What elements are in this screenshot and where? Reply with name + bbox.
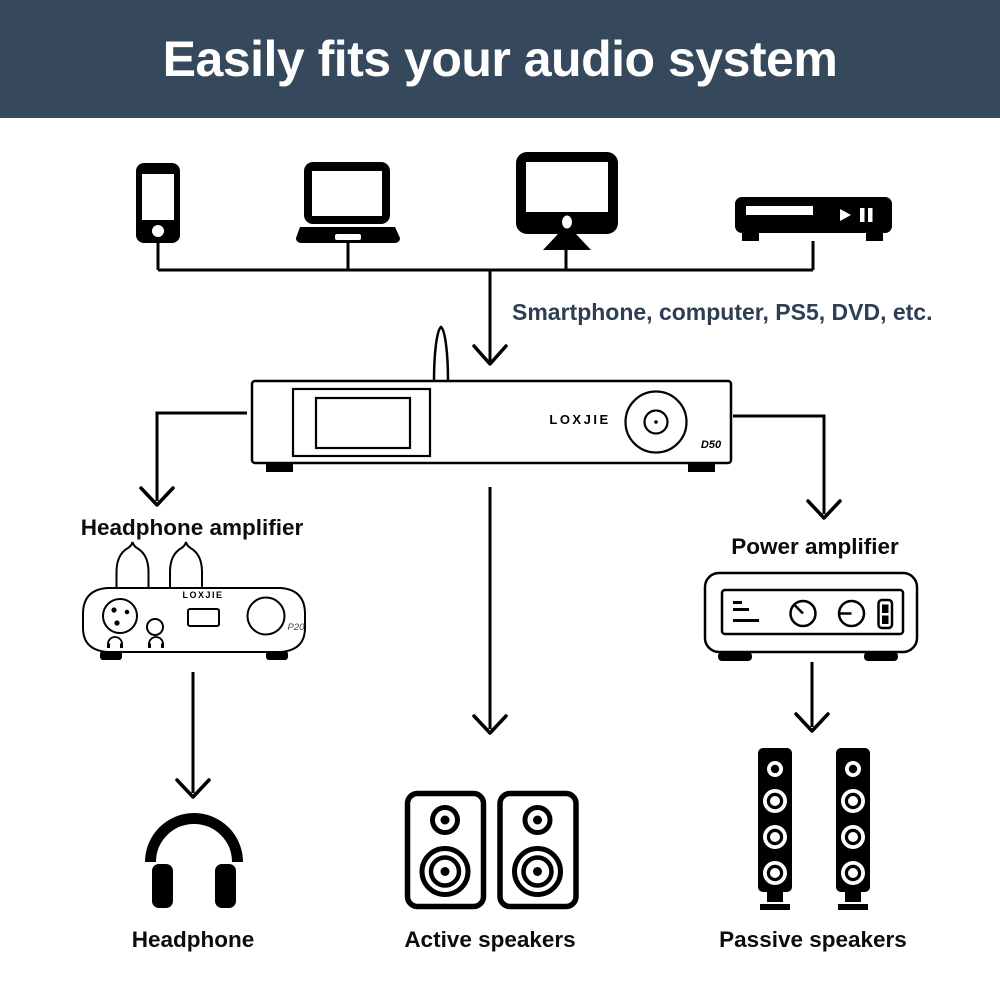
headphone-amp-brand-text: LOXJIE [182, 590, 224, 600]
dac-brand-text: LOXJIE [549, 412, 611, 427]
page-title: Easily fits your audio system [162, 31, 838, 87]
arrowhead-to-active-speakers [472, 714, 508, 735]
power-switch-icon [877, 598, 894, 630]
mini-headphone-icon [148, 636, 164, 648]
power-amp-device [703, 571, 919, 661]
jack-connector-icon [146, 618, 164, 636]
dvd-player-icon [735, 197, 892, 241]
vacuum-tube-icon [115, 541, 150, 589]
arrowheads [139, 344, 842, 799]
laptop-icon [296, 162, 400, 243]
arrowhead-to-dac [472, 344, 508, 366]
mini-headphone-icon [107, 636, 123, 648]
dac-antenna-icon [432, 325, 450, 382]
headphone-amp-display [187, 608, 220, 627]
active-speakers-label: Active speakers [404, 927, 576, 952]
arrowhead-to-headphone [175, 778, 211, 799]
dac-model-text: D50 [700, 439, 722, 451]
smartphone-icon [136, 163, 180, 243]
arrowhead-to-headphone-amp [139, 486, 175, 507]
headphone-amp-model-text: P20 [287, 622, 305, 633]
dac-device [250, 325, 733, 472]
headphone-amp-label: Headphone amplifier [80, 515, 304, 540]
passive-speakers-label: Passive speakers [719, 927, 907, 952]
power-amp-label-lines [733, 601, 759, 622]
desktop-monitor-icon [516, 152, 618, 250]
headphone-label: Headphone [131, 927, 255, 952]
connector-lines [155, 241, 826, 793]
xlr-connector-icon [102, 598, 138, 634]
sources-caption: Smartphone, computer, PS5, DVD, etc. [512, 299, 933, 325]
vacuum-tube-icon [169, 541, 203, 589]
arrowhead-to-power-amp [806, 499, 842, 520]
passive-speaker-right [836, 748, 870, 910]
headphone-amp-device [82, 541, 306, 660]
active-speakers-icon [404, 790, 579, 910]
dac-screen [314, 396, 412, 450]
passive-speaker-left [758, 748, 792, 910]
headphone-icon [145, 813, 243, 908]
header-banner: Easily fits your audio system [0, 0, 1000, 118]
headphone-amp-knob [246, 596, 286, 636]
passive-speakers-icon [758, 748, 870, 910]
arrowhead-to-passive-speakers [794, 712, 830, 733]
power-amp-label: Power amplifier [731, 534, 899, 559]
line-dac-to-power-amp [733, 414, 826, 514]
line-dac-to-headphone-amp [155, 411, 247, 501]
